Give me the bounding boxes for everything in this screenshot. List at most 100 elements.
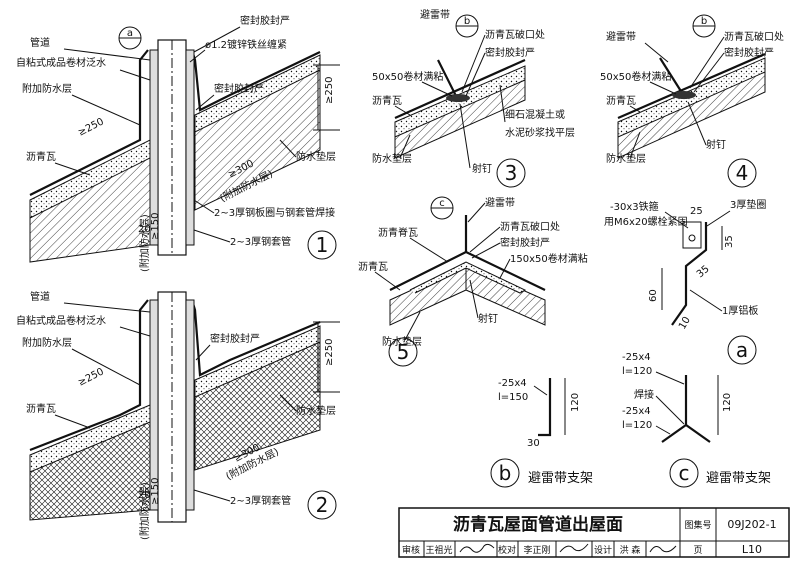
detail-number: 2	[316, 493, 329, 517]
label-pipe: 管道	[30, 36, 50, 49]
dim-250-left: ≥250	[76, 366, 105, 388]
label-sealant-top: 密封胶封严	[240, 14, 290, 27]
label-self-adhesive: 自粘式成品卷材泛水	[16, 314, 106, 327]
label-sealant: 密封胶封严	[500, 236, 550, 249]
detail-number: 1	[316, 233, 329, 257]
label-sealant: 密封胶封严	[210, 332, 260, 345]
caption: 避雷带支架	[528, 471, 593, 486]
detail-number: b	[499, 461, 512, 485]
label-wire: ø1.2镀锌铁丝缠紧	[205, 38, 287, 51]
dim-20: 20	[138, 224, 151, 235]
tile-line-left	[29, 299, 149, 452]
steel-sleeve	[149, 49, 159, 246]
label-pipe: 管道	[30, 290, 50, 303]
dim-150-note: (附加防水层)	[138, 482, 151, 540]
detail-number: 3	[505, 161, 518, 185]
label-flat: -25x4	[498, 378, 527, 389]
label-steel-ring-weld: 2~3厚钢板圈与钢套管焊接	[214, 206, 335, 219]
label-extra-waterproof: 附加防水层	[22, 336, 72, 349]
label-steel-sleeve: 2~3厚钢套管	[230, 235, 291, 248]
detail-2: 管道 自粘式成品卷材泛水 附加防水层 沥青瓦 密封胶封严 防水垫层 2~3厚钢套…	[16, 290, 340, 540]
designer-signature	[649, 545, 677, 553]
detail-4: b 避雷带 沥青瓦破口处 密封胶封严 50x50卷材满粘 沥青瓦 射钉 防水垫层…	[600, 14, 784, 188]
detail-number: 5	[397, 340, 410, 364]
label-concrete: 细石混凝土或	[505, 108, 565, 121]
section-mark-label: c	[439, 198, 445, 209]
label-length2: l=120	[622, 420, 652, 431]
lightning-strip-rod	[659, 57, 685, 97]
steel-sleeve-right	[185, 49, 195, 246]
label-aluminium: 1厚铝板	[722, 304, 758, 317]
atlas-number: 09J202-1	[727, 518, 776, 531]
bracket-foot	[661, 423, 711, 443]
label-sheet-glue: 50x50卷材满粘	[600, 70, 671, 83]
dim-250-left: ≥250	[76, 116, 105, 138]
label-flat1: -25x4	[622, 352, 651, 363]
detail-number-circle	[496, 158, 526, 188]
label-waterproof-underlay: 防水垫层	[296, 404, 336, 417]
label-waterproof-underlay: 防水垫层	[606, 152, 646, 165]
dim-35b: 35	[695, 264, 712, 281]
label-flat2: -25x4	[622, 406, 651, 417]
label-sealant-mid: 密封胶封严	[214, 82, 264, 95]
dim-60: 60	[648, 289, 659, 302]
sealant-blob	[672, 91, 696, 99]
dim-35a: 35	[724, 235, 735, 248]
checker-signature	[559, 543, 589, 553]
label-sheet-glue: 50x50卷材满粘	[372, 70, 443, 83]
label-nail: 射钉	[706, 139, 726, 151]
label-lightning-strip: 避雷带	[606, 30, 636, 43]
label-asphalt-tile: 沥青瓦	[372, 94, 402, 107]
dim-150: ≥150	[150, 478, 161, 505]
iron-hoop	[682, 221, 702, 249]
label-length: l=150	[498, 392, 528, 403]
reviewer-signature	[459, 543, 495, 553]
detail-number-circle	[307, 230, 337, 260]
label-asphalt-tile: 沥青瓦	[26, 150, 56, 163]
label-asphalt-tile: 沥青瓦	[606, 94, 636, 107]
underlay-layer-right	[194, 325, 321, 398]
bracket	[538, 378, 552, 437]
dim-150: ≥150	[150, 213, 161, 240]
title-block: 沥青瓦屋面管道出屋面 图集号 09J202-1 审核 王祖光 校对 李正刚 设计…	[398, 507, 790, 558]
atlas-label: 图集号	[684, 519, 711, 531]
design-label: 设计	[594, 544, 612, 556]
detail-5: c 避雷带 沥青脊瓦 沥青瓦破口处 密封胶封严 沥青瓦 150x50卷材满粘 射…	[358, 196, 588, 367]
label-flat-iron: -30x3铁箍	[610, 200, 659, 213]
dim-30: 30	[527, 438, 540, 449]
label-tile-break: 沥青瓦破口处	[724, 30, 784, 43]
label-waterproof-underlay: 防水垫层	[382, 335, 422, 348]
label-ridge-tile: 沥青脊瓦	[378, 226, 418, 239]
label-self-adhesive: 自粘式成品卷材泛水	[16, 56, 106, 69]
label-tile-break: 沥青瓦破口处	[500, 220, 560, 233]
tile-line-left	[29, 49, 149, 196]
label-nail: 射钉	[472, 163, 492, 175]
dim-20: 20	[138, 490, 151, 501]
label-mortar: 水泥砂浆找平层	[505, 126, 575, 139]
label-asphalt-tile: 沥青瓦	[358, 260, 388, 273]
caption: 避雷带支架	[706, 471, 771, 486]
dim-25: 25	[690, 206, 703, 217]
aluminium-plate	[671, 222, 708, 326]
section-mark-label: b	[464, 16, 470, 27]
label-lightning-strip: 避雷带	[420, 8, 450, 21]
label-sealant: 密封胶封严	[485, 46, 535, 59]
dim-120: 120	[570, 393, 581, 412]
dim-250: ≥250	[324, 77, 335, 104]
drawing-title: 沥青瓦屋面管道出屋面	[453, 514, 623, 535]
detail-c: -25x4 l=120 焊接 -25x4 l=120 120 c 避雷带支架	[622, 352, 771, 488]
tile-line	[394, 58, 526, 120]
page-label: 页	[693, 545, 702, 556]
review-label: 审核	[402, 544, 420, 556]
label-steel-sleeve: 2~3厚钢套管	[230, 494, 291, 507]
detail-number-circle	[727, 335, 757, 365]
label-lightning-strip: 避雷带	[485, 196, 515, 209]
designer-name: 洪 森	[620, 544, 641, 556]
label-length1: l=120	[622, 366, 652, 377]
detail-1: a 管道 自粘式成品卷材泛水 附加防水层 沥青瓦 密封胶封严 ø1.2镀锌铁丝缠…	[16, 14, 340, 272]
steel-sleeve	[149, 299, 159, 511]
section-mark-label: b	[701, 16, 707, 27]
dim-10: 10	[677, 315, 693, 332]
detail-number-circle	[669, 458, 699, 488]
